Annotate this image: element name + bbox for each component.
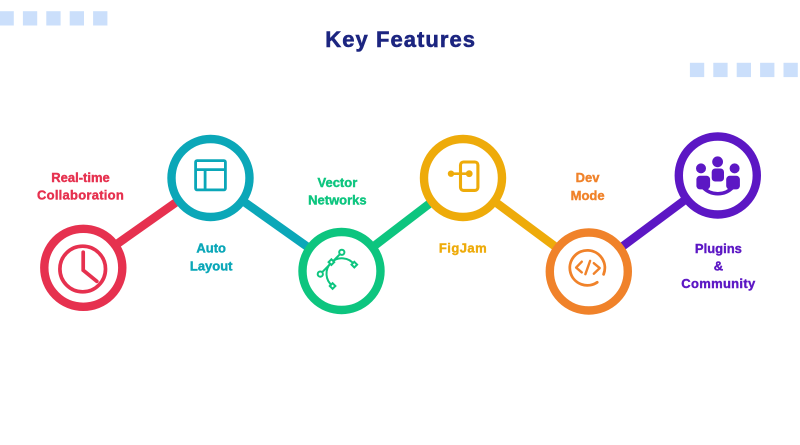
svg-text:FigJam: FigJam	[439, 241, 487, 256]
svg-text:Dev: Dev	[576, 170, 601, 185]
svg-text:Auto: Auto	[196, 241, 226, 256]
svg-text:Mode: Mode	[571, 188, 605, 203]
svg-text:Real-time: Real-time	[51, 170, 110, 185]
svg-text:Key Features: Key Features	[325, 27, 476, 52]
svg-text:Collaboration: Collaboration	[37, 187, 124, 202]
svg-text:Layout: Layout	[190, 258, 233, 273]
svg-text:Plugins: Plugins	[695, 241, 742, 256]
svg-text:Community: Community	[681, 276, 756, 291]
svg-text:Networks: Networks	[308, 193, 367, 208]
svg-text:Vector: Vector	[318, 175, 358, 190]
svg-text:&: &	[714, 259, 723, 274]
